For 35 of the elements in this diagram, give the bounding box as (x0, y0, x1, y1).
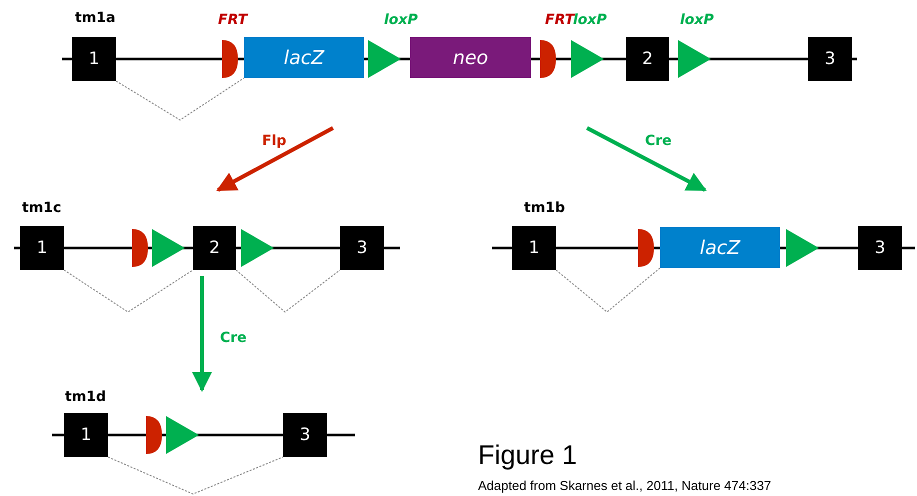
splice-line (236, 270, 340, 313)
recombination-arrow (192, 276, 212, 392)
loxp-label: loxP (680, 12, 714, 28)
exon-box: 2 (193, 226, 236, 270)
recombination-arrow (216, 126, 334, 192)
splice-line (64, 270, 194, 313)
exon-box: 1 (72, 37, 116, 81)
edge-label: Cre (220, 330, 247, 346)
reporter-cassette: lacZ (660, 227, 780, 268)
recombination-arrow (586, 126, 707, 192)
splice-line (556, 268, 660, 313)
splice-line (116, 78, 244, 121)
figure-caption: Figure 1 (478, 440, 578, 471)
exon-box: 1 (512, 226, 556, 270)
exon-box: 2 (626, 37, 669, 81)
selection-cassette: neo (410, 37, 531, 78)
frt-label: FRT (545, 12, 574, 28)
exon-box: 3 (808, 37, 852, 81)
splice-line (108, 456, 284, 495)
edge-label: Flp (262, 133, 286, 149)
exon-box: 3 (858, 226, 902, 270)
exon-box: 3 (283, 413, 327, 457)
allele-name: tm1b (524, 200, 566, 216)
edge-label: Cre (645, 133, 672, 149)
allele-name: tm1a (75, 10, 116, 26)
loxp-label: loxP (573, 12, 607, 28)
exon-box: 1 (64, 413, 108, 457)
frt-label: FRT (218, 12, 248, 28)
citation-text: Adapted from Skarnes et al., 2011, Nature 474:337 (478, 478, 772, 493)
allele-name: tm1c (22, 200, 62, 216)
allele-name: tm1d (65, 389, 106, 405)
exon-box: 3 (340, 226, 384, 270)
loxp-label: loxP (384, 12, 418, 28)
reporter-cassette: lacZ (244, 37, 364, 78)
exon-box: 1 (20, 226, 64, 270)
